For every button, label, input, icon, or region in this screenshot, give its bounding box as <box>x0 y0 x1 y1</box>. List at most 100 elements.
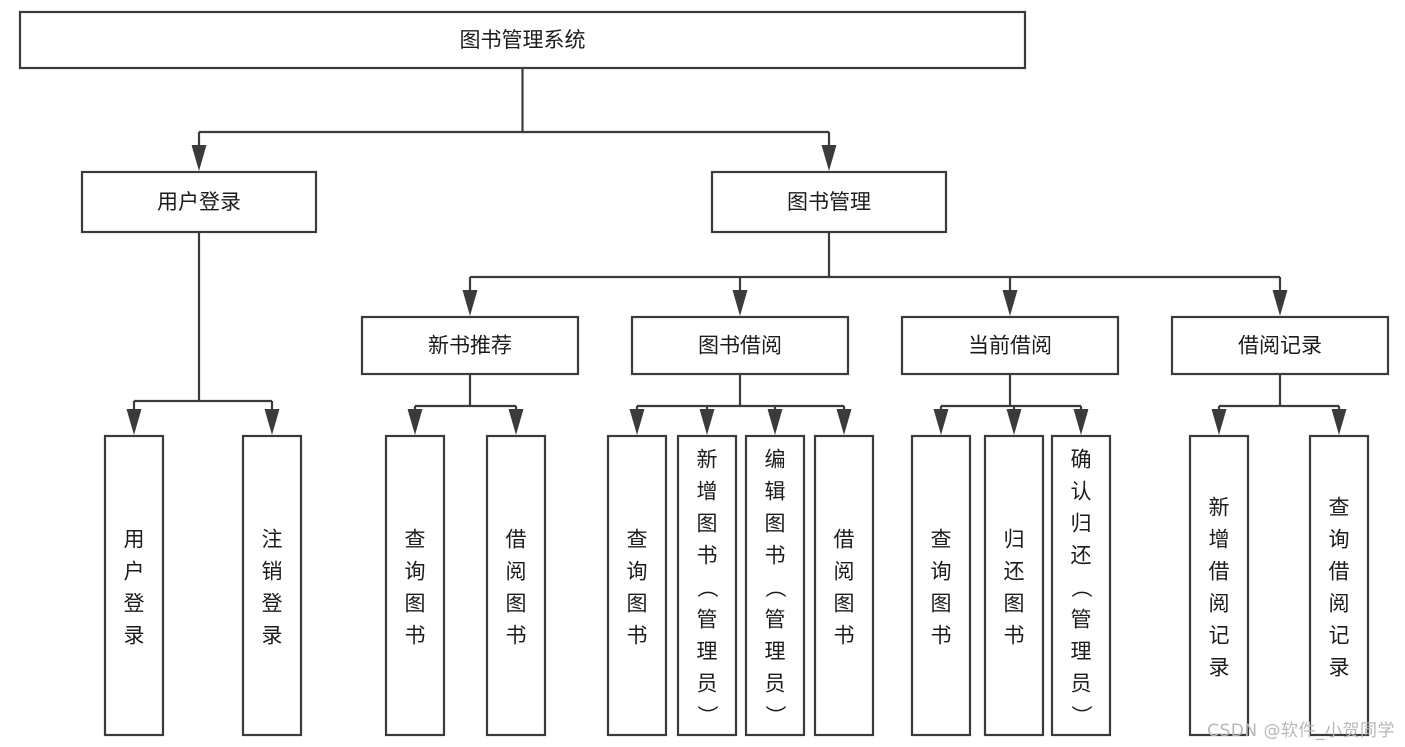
node-leaf-user-login[interactable]: 用户登录 <box>103 434 165 737</box>
connector-arrowhead <box>1002 290 1018 316</box>
node-box <box>910 434 972 737</box>
connector-arrowhead <box>264 409 280 435</box>
connector-arrowhead <box>629 409 645 435</box>
node-label-char: 图 <box>765 511 786 535</box>
node-label-char: 员 <box>697 671 718 695</box>
node-label-char: 理 <box>697 639 718 663</box>
node-label-char: 询 <box>931 559 952 583</box>
node-label-char: 书 <box>627 623 648 647</box>
node-label-char: 记 <box>1209 623 1230 647</box>
node-label-char: 员 <box>1071 671 1092 695</box>
node-label-char: 员 <box>765 671 786 695</box>
node-label-char: 新 <box>697 447 718 471</box>
connector-arrowhead <box>1331 409 1347 435</box>
node-box <box>606 434 668 737</box>
connector-arrowhead <box>1073 409 1089 435</box>
node-label-char: 借 <box>1329 559 1350 583</box>
connector-arrowhead <box>1211 409 1227 435</box>
node-label-char: 录 <box>1209 655 1230 679</box>
node-current-borrow[interactable]: 当前借阅 <box>900 315 1120 376</box>
node-label-char: 图 <box>1004 591 1025 615</box>
node-label: 用户登录 <box>157 190 241 214</box>
node-label-char: 书 <box>405 623 426 647</box>
node-label: 当前借阅 <box>968 334 1052 358</box>
node-label-char: 确 <box>1071 447 1092 471</box>
node-label-char: 借 <box>506 527 527 551</box>
node-label-char: 查 <box>405 527 426 551</box>
node-label-char: 阅 <box>1209 591 1230 615</box>
node-new-book-recommend[interactable]: 新书推荐 <box>360 315 580 376</box>
connector-arrowhead <box>1272 290 1288 316</box>
node-label-char: 图 <box>506 591 527 615</box>
node-label-char: 借 <box>1209 559 1230 583</box>
node-label-char: 询 <box>1329 527 1350 551</box>
connector-group-book-manage <box>462 232 1288 316</box>
node-label-char: 图 <box>697 511 718 535</box>
connector-arrowhead <box>126 409 142 435</box>
node-box <box>676 434 738 737</box>
connector-arrowhead <box>407 409 423 435</box>
node-label-char: 管 <box>1071 607 1092 631</box>
node-label-char: 图 <box>834 591 855 615</box>
node-box <box>241 434 303 737</box>
connector-arrowhead <box>462 290 478 316</box>
node-label-char: 用 <box>124 527 145 551</box>
node-label-char: 编 <box>765 447 786 471</box>
node-label-char: 书 <box>765 543 786 567</box>
connector-arrowhead <box>821 145 837 171</box>
connector-arrowhead <box>1006 409 1022 435</box>
node-box <box>1050 434 1112 737</box>
node-label-char: 查 <box>1329 495 1350 519</box>
node-label-char: 书 <box>1004 623 1025 647</box>
node-label-char: 借 <box>834 527 855 551</box>
node-root[interactable]: 图书管理系统 <box>18 10 1027 70</box>
node-label-char: 查 <box>627 527 648 551</box>
node-box <box>813 434 875 737</box>
node-box <box>1188 434 1250 737</box>
node-label-char: （ <box>763 577 787 598</box>
node-label-char: 归 <box>1071 511 1092 535</box>
node-label-char: ） <box>763 705 787 726</box>
node-label-char: 书 <box>697 543 718 567</box>
node-label-char: 录 <box>124 623 145 647</box>
node-user-login[interactable]: 用户登录 <box>80 170 318 234</box>
node-label-char: 阅 <box>834 559 855 583</box>
node-label: 图书管理 <box>787 190 871 214</box>
node-label-char: 询 <box>627 559 648 583</box>
connector-arrowhead <box>191 145 207 171</box>
node-layer: 图书管理系统用户登录图书管理新书推荐图书借阅当前借阅借阅记录用户登录注销登录查询… <box>18 10 1390 737</box>
node-label: 新书推荐 <box>428 334 512 358</box>
node-label-char: 管 <box>765 607 786 631</box>
node-label-char: 注 <box>262 527 283 551</box>
node-label-char: 增 <box>697 479 718 503</box>
node-label-char: （ <box>1069 577 1093 598</box>
node-box <box>710 170 948 234</box>
node-book-borrow[interactable]: 图书借阅 <box>630 315 850 376</box>
connector-group-borrow-record <box>1211 374 1347 435</box>
node-label-char: 录 <box>262 623 283 647</box>
node-label-char: 管 <box>697 607 718 631</box>
node-book-manage[interactable]: 图书管理 <box>710 170 948 234</box>
node-label-char: 阅 <box>506 559 527 583</box>
connector-arrowhead <box>836 409 852 435</box>
node-label-char: 销 <box>262 559 283 583</box>
node-label-char: 认 <box>1071 479 1092 503</box>
node-borrow-record[interactable]: 借阅记录 <box>1170 315 1390 376</box>
node-label-char: 阅 <box>1329 591 1350 615</box>
connector-group-root <box>191 68 837 171</box>
node-label-char: 理 <box>1071 639 1092 663</box>
node-label-char: 查 <box>931 527 952 551</box>
